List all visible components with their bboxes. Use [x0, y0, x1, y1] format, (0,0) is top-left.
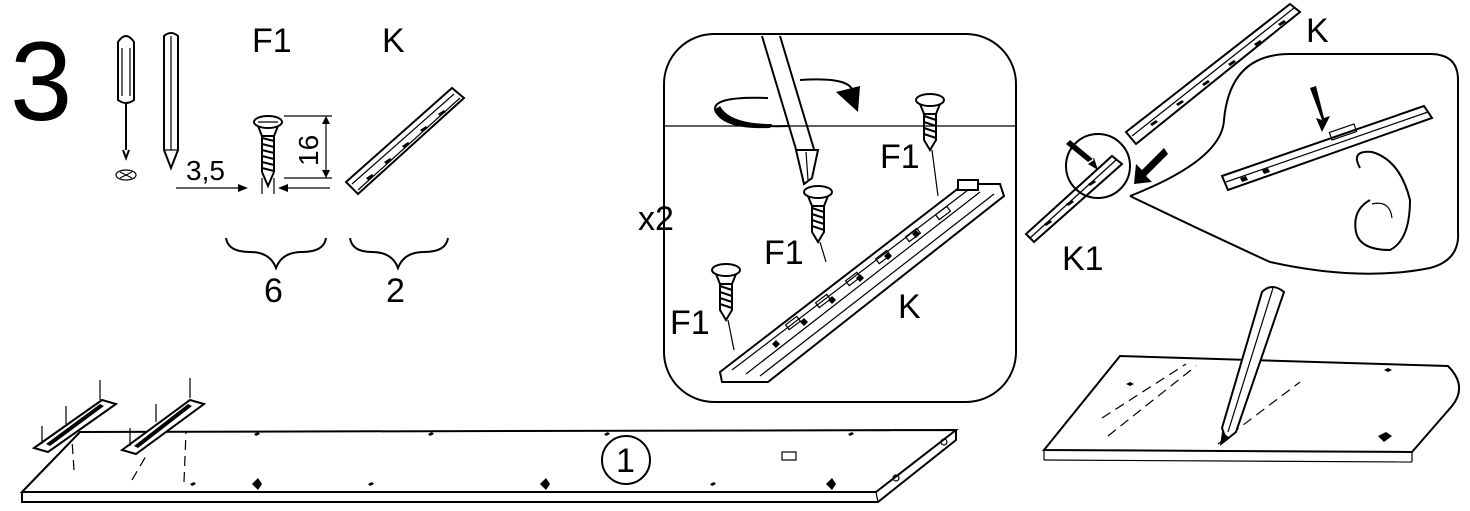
- detail-screw-label-2: F1: [764, 234, 804, 272]
- rail-separation-view: [1024, 2, 1460, 275]
- arrow-icon: [1134, 148, 1168, 184]
- drawer-rail-detail: [718, 179, 1006, 383]
- quantity-rails: 2: [386, 272, 405, 310]
- separation-rail-label: K: [1306, 12, 1329, 50]
- step-number: 3: [10, 19, 72, 144]
- drawer-rail-k-icon: [344, 86, 466, 196]
- release-lever-label: K1: [1062, 240, 1104, 278]
- detail-screw-label-1: F1: [880, 138, 920, 176]
- multiplier-label: x2: [638, 200, 674, 238]
- screw-diameter-value: 3,5: [186, 155, 225, 186]
- screw-icon: [711, 263, 741, 322]
- screw-icon: [915, 93, 945, 152]
- drawer-rail-mounted: [31, 398, 207, 456]
- screw-icon: [803, 185, 833, 244]
- panel-number-label: 1: [616, 442, 635, 480]
- screw-dimension-lines: [176, 115, 332, 194]
- screw-length-value: 16: [293, 135, 324, 166]
- marking-panel-view: [1041, 286, 1460, 463]
- pencil-icon: [1220, 286, 1286, 446]
- screwdriver-icon: [115, 35, 137, 181]
- brace-screws: [225, 237, 327, 271]
- part-label-k: K: [382, 22, 405, 60]
- brace-rails: [349, 237, 449, 271]
- screw-f1-icon: [253, 115, 283, 189]
- pencil-icon: [163, 32, 179, 171]
- part-label-f1: F1: [252, 22, 292, 60]
- arrow-icon: [1066, 140, 1098, 170]
- detail-rail-label: K: [898, 288, 921, 326]
- detail-view-center: [663, 33, 1017, 403]
- side-panel-view: [19, 378, 959, 503]
- detail-screw-label-3: F1: [670, 304, 710, 342]
- quantity-screws: 6: [264, 272, 283, 310]
- arrow-icon: [1310, 86, 1330, 132]
